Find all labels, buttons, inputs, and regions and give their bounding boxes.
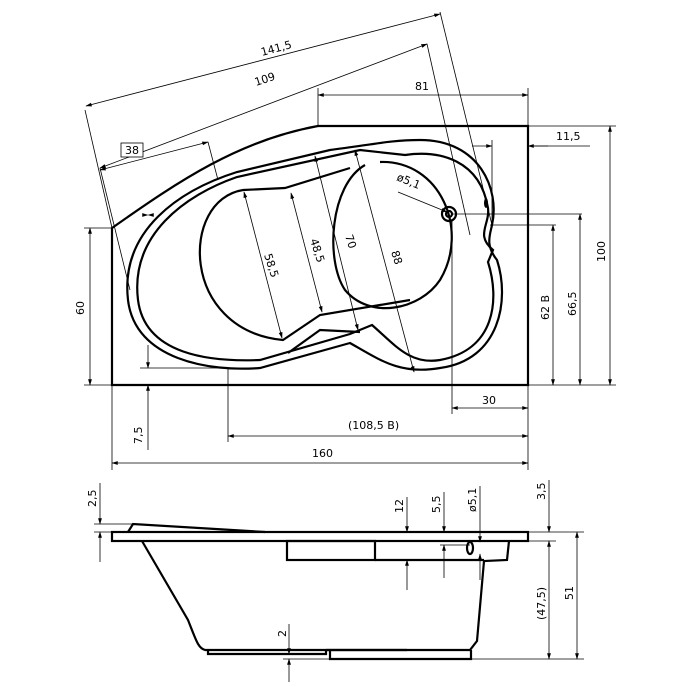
tub-body <box>141 540 511 652</box>
dim-label-11-5: 11,5 <box>556 130 581 143</box>
dim-label-overflow-diameter: ø5,1 <box>466 488 479 512</box>
dim-line-109 <box>99 43 428 169</box>
dim-line-38 <box>99 141 209 171</box>
dim-label-66-5: 66,5 <box>566 292 579 317</box>
dim-label-51: 51 <box>563 586 576 600</box>
feet <box>206 648 473 661</box>
dim-label-81: 81 <box>415 80 429 93</box>
top-view: 141,5 109 81 38 11,5 ø5,1 100 66,5 62 B … <box>74 11 616 470</box>
dim-label-58-5: 58,5 <box>261 252 281 279</box>
dim-label-7-5: 7,5 <box>132 427 145 445</box>
dim-label-88: 88 <box>388 249 405 266</box>
dim-label-47-5: (47,5) <box>535 587 548 620</box>
ext-line <box>426 43 471 236</box>
dim-line-141 <box>85 13 441 107</box>
apron-panel <box>285 539 377 562</box>
side-view: 2,5 12 5,5 ø5,1 3,5 (47,5) 51 2 <box>86 480 584 682</box>
dim-label-12: 12 <box>393 499 406 513</box>
ext-line <box>439 11 493 226</box>
dim-label-60: 60 <box>74 301 87 315</box>
dim-label-62b: 62 B <box>539 295 552 320</box>
dim-line-58-5 <box>243 191 283 339</box>
dim-label-100: 100 <box>595 241 608 262</box>
boxed-dim-frame <box>120 142 144 158</box>
dim-label-160: 160 <box>312 447 333 460</box>
dim-line-88 <box>354 149 415 373</box>
dim-label-drain-diameter: ø5,1 <box>395 171 422 192</box>
dim-label-2-5: 2,5 <box>86 490 99 508</box>
dim-label-70: 70 <box>342 233 359 250</box>
ext-line <box>99 167 131 291</box>
dim-label-2: 2 <box>276 630 289 637</box>
dim-label-109: 109 <box>253 70 277 89</box>
dim-line-70 <box>314 155 359 331</box>
dim-label-108-5b: (108,5 B) <box>348 419 399 432</box>
rim-outer <box>126 138 504 371</box>
rim <box>110 530 530 543</box>
headrest-profile <box>127 522 266 534</box>
dim-label-30: 30 <box>482 394 496 407</box>
ext-line <box>84 109 113 229</box>
dim-label-38: 38 <box>125 144 139 157</box>
ext-line <box>207 141 219 181</box>
dim-label-5-5: 5,5 <box>430 496 443 514</box>
dim-label-3-5: 3,5 <box>535 483 548 501</box>
dim-label-141: 141,5 <box>259 38 293 59</box>
overflow-pipe <box>465 540 475 556</box>
seat-recess <box>198 166 411 342</box>
dim-label-48-5: 48,5 <box>307 237 327 264</box>
